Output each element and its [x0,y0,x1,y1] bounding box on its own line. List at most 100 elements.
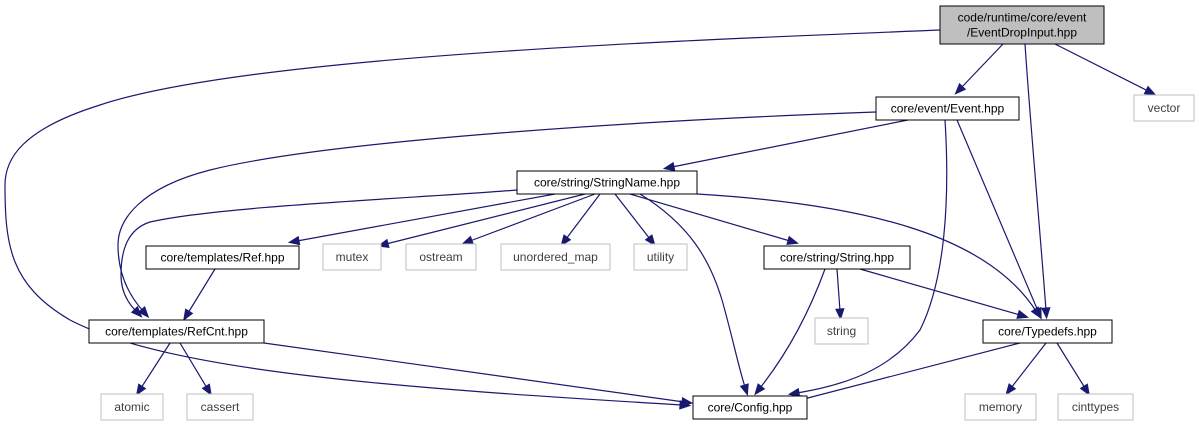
node-typedefs[interactable]: core/Typedefs.hpp [982,319,1113,344]
arrowhead-icon [954,82,967,95]
node-ostream[interactable]: ostream [405,243,477,271]
edge-stringname-to-utility [614,193,656,247]
node-box [939,5,1105,45]
node-mutex[interactable]: mutex [322,243,382,271]
edge-line [696,193,1037,312]
node-string-hpp[interactable]: core/string/String.hpp [763,245,911,270]
edge-typedefs-to-memory [1005,342,1047,396]
edge-stringname-to-unordered_map [560,193,601,247]
edge-line [859,268,1021,316]
node-label: core/string/String.hpp [780,251,894,265]
node-box [186,393,254,421]
edge-line [1054,43,1149,92]
edge-line [956,119,1039,312]
node-root[interactable]: code/runtime/core/event/EventDropInput.h… [939,5,1105,45]
edge-line [639,193,746,388]
edge-stringname-to-refcnt [120,189,518,318]
edge-stringname-to-ostream [461,193,596,245]
edge-string_hpp-to-string [835,268,845,321]
node-utility[interactable]: utility [633,243,688,271]
node-box [763,245,911,270]
node-config[interactable]: core/Config.hpp [692,395,808,420]
edge-line [1056,342,1086,389]
node-label: utility [647,250,674,264]
node-box [692,395,808,420]
node-box [100,393,164,421]
node-vector[interactable]: vector [1133,94,1195,122]
edge-line [960,43,1004,89]
node-label: mutex [336,250,369,264]
node-label: memory [979,400,1022,414]
edge-event-to-config [787,119,948,398]
node-label: code/runtime/core/event [958,11,1087,25]
edge-line [385,193,586,245]
edge-line [179,342,208,389]
edge-line [565,193,601,240]
node-label: core/templates/Ref.hpp [160,251,284,265]
edge-layer [4,29,1157,410]
edge-line [4,29,941,406]
node-label: core/event/Event.hpp [891,102,1005,116]
node-box [88,319,265,344]
node-label: /EventDropInput.hpp [967,26,1077,40]
arrowhead-icon [1143,85,1157,96]
edge-stringname-to-ref [287,193,556,246]
arrowhead-icon [835,308,845,321]
edge-line [1010,342,1047,389]
node-label: core/templates/RefCnt.hpp [105,325,248,339]
arrowhead-icon [1079,383,1090,396]
node-refcnt[interactable]: core/templates/RefCnt.hpp [88,319,265,344]
node-box [322,243,382,271]
node-box [516,170,698,195]
edge-string_hpp-to-config [754,268,826,396]
node-box [405,243,477,271]
edge-root-to-event [954,43,1004,95]
node-cassert[interactable]: cassert [186,393,254,421]
edge-refcnt-to-atomic [135,342,171,396]
edge-event-to-refcnt [117,111,877,319]
arrowhead-icon [137,305,150,319]
arrowhead-icon [287,235,301,246]
edge-refcnt-to-config [263,342,694,407]
arrowhead-icon [1005,383,1017,396]
edge-typedefs-to-cinttypes [1056,342,1090,396]
node-ref[interactable]: core/templates/Ref.hpp [145,245,300,270]
node-cinttypes[interactable]: cinttypes [1057,393,1134,421]
node-label: unordered_map [513,250,598,264]
arrowhead-icon [739,383,749,396]
node-box [1133,94,1195,122]
arrowhead-icon [183,308,194,321]
edge-line [671,119,909,168]
arrowhead-icon [135,383,147,396]
node-label: cinttypes [1072,400,1119,414]
edge-event-to-typedefs [956,119,1042,320]
node-memory[interactable]: memory [964,393,1037,421]
edge-string_hpp-to-typedefs [859,268,1029,319]
edge-line [836,268,841,312]
node-string[interactable]: string [814,317,869,345]
node-label: core/Typedefs.hpp [998,325,1097,339]
edge-line [140,342,171,389]
arrowhead-icon [201,383,212,397]
node-label: string [827,324,856,338]
node-box [814,317,869,345]
arrowhead-icon [1016,309,1029,319]
edge-event-to-stringname [662,119,909,172]
node-unordered-map[interactable]: unordered_map [500,243,611,271]
arrowhead-icon [130,305,143,318]
arrowhead-icon [560,234,572,247]
node-box [145,245,300,270]
node-event[interactable]: core/event/Event.hpp [875,96,1020,121]
edge-line [614,193,651,240]
edge-root-to-typedefs [1024,43,1051,320]
edge-line [759,268,826,389]
node-atomic[interactable]: atomic [100,393,164,421]
arrowhead-icon [1041,307,1051,320]
node-label: core/Config.hpp [708,401,793,415]
edge-line [629,193,791,242]
edge-line [117,111,877,312]
node-stringname[interactable]: core/string/StringName.hpp [516,170,698,195]
edge-line [469,193,596,242]
arrowhead-icon [644,234,656,247]
